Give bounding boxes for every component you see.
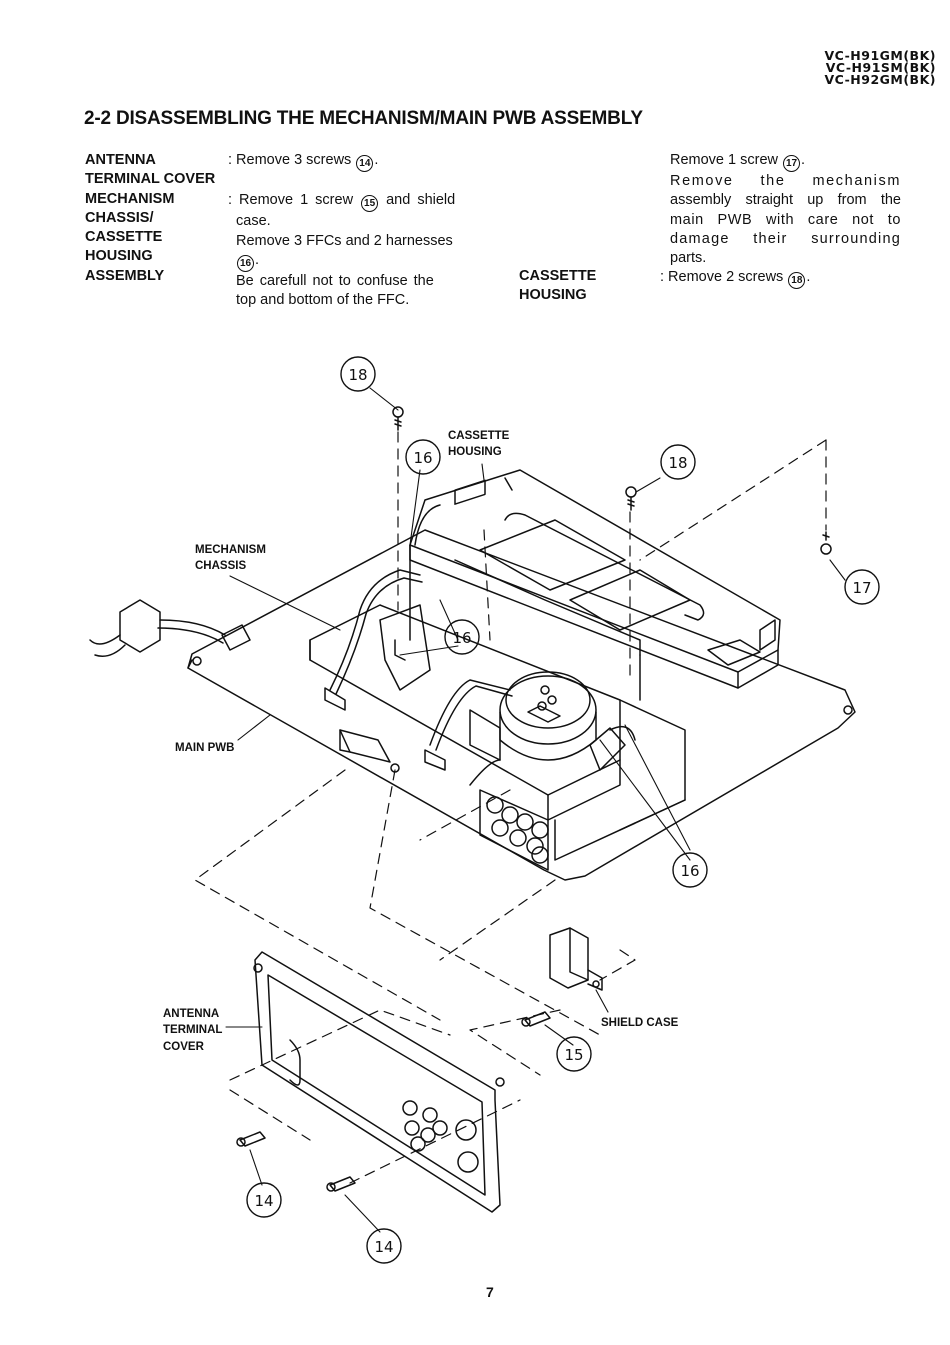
instruction-line: damage their surrounding [670, 230, 901, 247]
board-component [339, 729, 391, 763]
model-number: VC-H91SM(BK) [825, 60, 936, 75]
mechanism-chassis [309, 544, 686, 861]
callout-number: 18 [668, 454, 687, 472]
screw-18a [392, 406, 404, 431]
callout-16 [672, 852, 708, 888]
cassette-housing [409, 469, 781, 689]
instructions-col1: : Remove 3 screws 14. : Remove 1 screw 1… [228, 151, 470, 310]
screw-14b [326, 1176, 356, 1192]
assembly-guides [194, 431, 827, 1184]
main-pwb-board [187, 529, 856, 881]
diagram-label-chassis: CHASSIS [195, 560, 246, 572]
callout-number: 16 [413, 449, 432, 467]
leader-lines [225, 387, 846, 1233]
callout-18 [340, 356, 376, 392]
model-number: VC-H91GM(BK) [824, 48, 936, 63]
instruction-line: main PWB with care not to [670, 211, 901, 228]
instruction-line: assembly straight up from the [670, 192, 901, 209]
callout-17 [844, 569, 880, 605]
screw-15 [521, 1011, 551, 1027]
callout-number: 14 [254, 1192, 273, 1210]
diagram-label-main-pwb: MAIN PWB [175, 742, 234, 754]
screw-14a [236, 1131, 266, 1147]
mech-instruction-line: case. [236, 213, 271, 230]
label-line: ANTENNA [85, 152, 156, 168]
ref-circle: 18 [788, 272, 806, 290]
antenna-connector [89, 599, 251, 657]
diagram-label-antenna: ANTENNA [163, 1008, 219, 1020]
instruction-line: parts. [670, 250, 707, 267]
callouts [246, 356, 880, 1264]
instructions-col2: Remove 1 screw 17. Remove the mechanism … [660, 151, 901, 290]
instruction-line: Remove 1 screw 17. [670, 151, 901, 172]
cassette-instruction: : Remove 2 screws 18. [660, 268, 901, 290]
cassette-housing-label: CASSETTE HOUSING [519, 267, 596, 306]
label-line: CHASSIS/ [85, 209, 154, 226]
callout-number: 16 [452, 629, 471, 647]
label-line: TERMINAL COVER [85, 171, 216, 188]
callout-14 [366, 1228, 402, 1264]
model-list: VC-H91GM(BK) VC-H91SM(BK) VC-H92GM(BK) [824, 48, 936, 87]
callout-14 [246, 1182, 282, 1218]
antenna-label: ANTENNA TERMINAL COVER MECHANISM CHASSIS… [85, 151, 215, 286]
mech-instruction-line: 16. [228, 251, 470, 272]
callout-18 [660, 444, 696, 480]
head-drum [469, 671, 626, 771]
harness-cables [324, 504, 636, 786]
label-line: MECHANISM [85, 190, 175, 207]
diagram-label-shield-case: SHIELD CASE [601, 1017, 679, 1029]
callout-number: 14 [374, 1238, 393, 1256]
antenna-terminal-cover [253, 951, 505, 1213]
screw-18b [625, 486, 637, 511]
label-line: HOUSING [519, 287, 587, 304]
callout-number: 15 [564, 1046, 583, 1064]
ref-circle: 15 [361, 195, 379, 213]
diagram-label-mechanism: MECHANISM [195, 544, 266, 556]
antenna-instruction: : Remove 3 screws 14. [228, 151, 470, 172]
instruction-line: Remove the mechanism [670, 173, 901, 189]
callout-number: 17 [852, 579, 871, 597]
callout-16 [444, 619, 480, 655]
page-number: 7 [486, 1284, 494, 1300]
jack-panel [479, 789, 549, 871]
shield-case [549, 927, 603, 991]
screw-17 [820, 531, 832, 555]
callout-15 [556, 1036, 592, 1072]
ref-circle: 17 [783, 155, 801, 172]
ref-circle: 16 [237, 254, 254, 272]
callout-number: 16 [680, 862, 699, 880]
diagram-label-housing: HOUSING [448, 446, 502, 458]
ref-circle: 14 [356, 155, 374, 172]
mech-instruction-line: : Remove 1 screw 15 and shield [228, 191, 470, 213]
diagram-label-cover: COVER [163, 1041, 205, 1053]
label-line: HOUSING [85, 248, 153, 265]
mech-instruction-line: Be carefull not to confuse the [236, 272, 434, 289]
section-title: 2-2 DISASSEMBLING THE MECHANISM/MAIN PWB… [84, 108, 643, 129]
diagram-label-terminal: TERMINAL [163, 1024, 222, 1036]
callout-16 [405, 439, 441, 475]
model-number: VC-H92GM(BK) [824, 72, 936, 87]
callout-number: 18 [348, 366, 367, 384]
mech-instruction-line: top and bottom of the FFC. [236, 292, 410, 309]
label-line: CASSETTE [85, 229, 163, 246]
diagram-label-cassette: CASSETTE [448, 430, 510, 442]
label-line: ASSEMBLY [85, 267, 165, 284]
mech-instruction-line: Remove 3 FFCs and 2 harnesses [236, 232, 453, 249]
label-line: CASSETTE [519, 268, 597, 284]
